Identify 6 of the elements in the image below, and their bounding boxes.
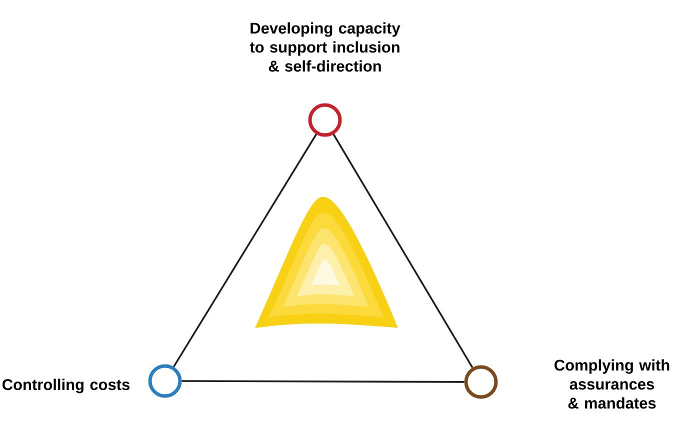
node-label: Controlling costs xyxy=(2,378,130,394)
node-label: Developing capacity to support inclusion & self-direction xyxy=(250,22,400,72)
connector-line xyxy=(182,380,464,383)
node-label: Complying with assurances & mandates xyxy=(554,359,670,409)
connector-line xyxy=(173,134,318,368)
connector-line xyxy=(332,134,474,368)
